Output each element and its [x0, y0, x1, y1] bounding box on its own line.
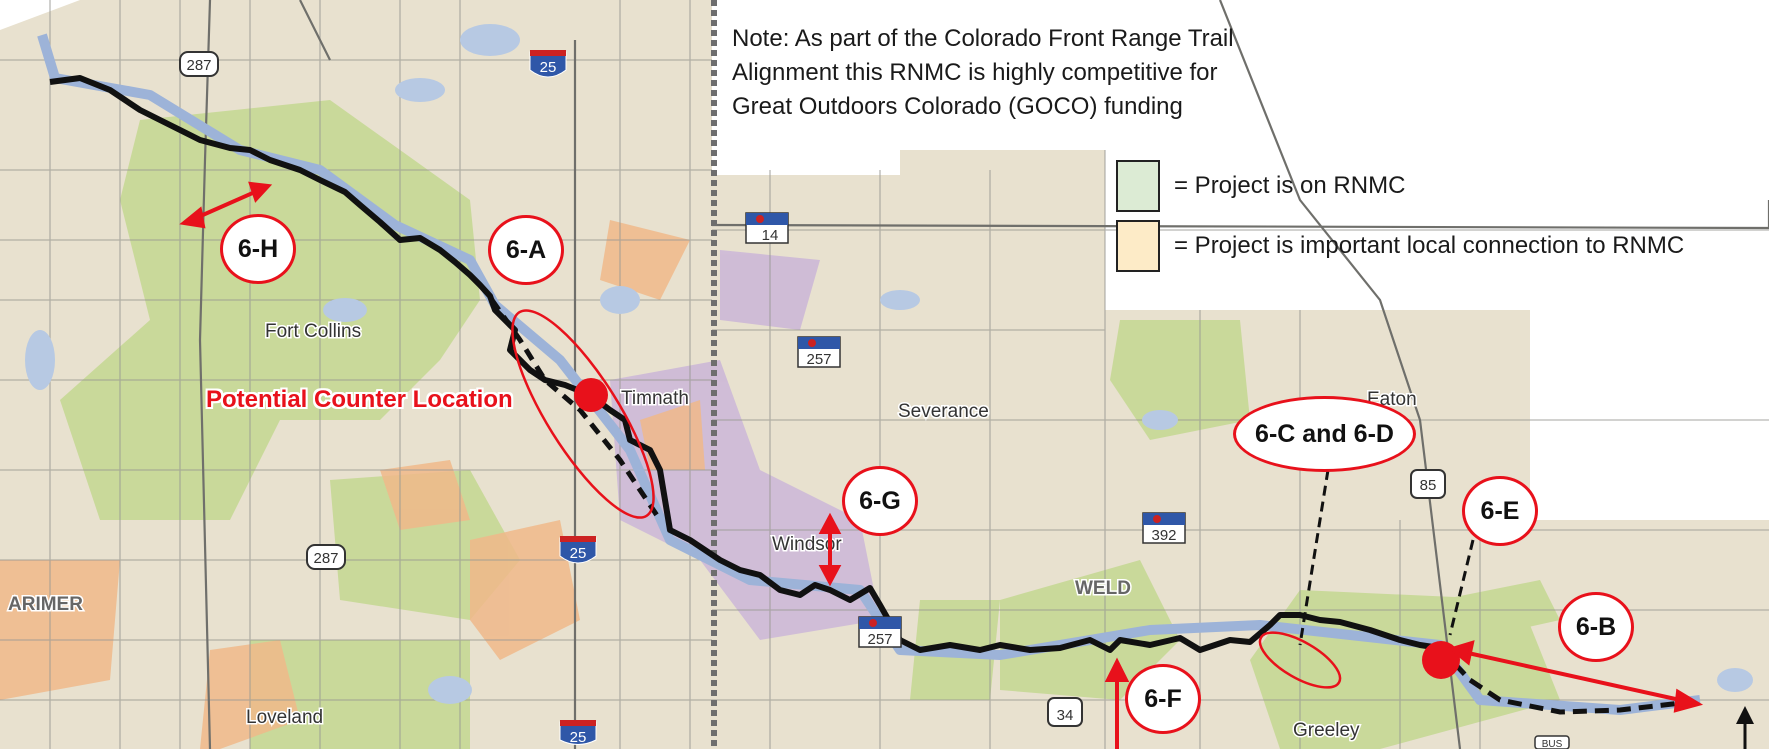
project-bubble-6f: 6-F [1125, 664, 1201, 734]
svg-text:85: 85 [1420, 477, 1437, 494]
us-34-shield: 34 [1047, 697, 1083, 727]
arrow-6g-head-a [818, 512, 842, 534]
arrow-6g-head-b [818, 565, 842, 587]
legend-swatch-green [1116, 160, 1160, 212]
leader-6e [1448, 539, 1475, 636]
svg-text:BUS: BUS [1542, 739, 1563, 749]
i-25-shield-bottom: 25 [559, 720, 597, 746]
i-25-shield-mid: 25 [559, 536, 597, 564]
place-fort-collins: Fort Collins [265, 321, 361, 342]
legend-swatch-orange [1116, 220, 1160, 272]
highways [198, 0, 1769, 749]
trail-dashed-segment [489, 298, 663, 522]
counter-dot [574, 378, 608, 412]
svg-text:14: 14 [762, 227, 779, 244]
road-shields: 287 287 25 25 25 14 257 257 392 85 34 BU… [179, 50, 1570, 749]
trail-line [49, 75, 1441, 653]
place-weld: WELD [1075, 578, 1131, 599]
leader-6c [1298, 469, 1330, 646]
svg-text:257: 257 [867, 631, 892, 648]
project-bubble-6c-6d: 6-C and 6-D [1233, 396, 1416, 472]
bus-shield: BUS [1534, 735, 1570, 749]
co-257-shield-bottom: 257 [858, 616, 902, 648]
project-bubble-6g: 6-G [842, 466, 918, 536]
co-14-shield: 14 [745, 212, 789, 244]
legend-item-local-connection: = Project is important local connection … [1116, 220, 1684, 272]
svg-text:392: 392 [1151, 527, 1176, 544]
arrow-6b-head-b [1673, 688, 1704, 713]
place-greeley: Greeley [1293, 720, 1360, 741]
blank-corner [0, 0, 80, 30]
legend-item-on-rnmc: = Project is on RNMC [1116, 160, 1405, 212]
project-bubble-6e: 6-E [1462, 476, 1538, 546]
svg-text:34: 34 [1057, 707, 1074, 724]
us-287-shield: 287 [179, 51, 219, 77]
svg-text:25: 25 [540, 59, 557, 76]
place-loveland: Loveland [246, 707, 323, 728]
project-bubble-6a: 6-A [488, 215, 564, 285]
place-severance: Severance [898, 401, 989, 422]
blank-area [712, 0, 1769, 520]
i-25-shield: 25 [529, 50, 567, 78]
arrow-6h-head-a [179, 206, 206, 229]
annotations [179, 181, 1704, 749]
svg-text:287: 287 [186, 57, 211, 74]
highlight-ellipse-6c [1258, 631, 1342, 689]
co-257-shield: 257 [797, 336, 841, 368]
legend-label-on-rnmc: = Project is on RNMC [1174, 172, 1406, 199]
trail-dashed-segment-east [1438, 646, 1691, 715]
place-timnath: Timnath [621, 388, 689, 409]
svg-text:25: 25 [570, 545, 587, 562]
lakes [25, 24, 1753, 704]
counter-dot-east [1422, 641, 1460, 679]
co-392-shield: 392 [1142, 512, 1186, 544]
us-85-shield: 85 [1410, 469, 1446, 499]
north-arrow-icon [1736, 706, 1754, 749]
counter-location-label: Potential Counter Location [206, 386, 513, 413]
arrow-6f-head [1104, 657, 1130, 682]
svg-text:25: 25 [570, 729, 587, 746]
project-bubble-6h: 6-H [220, 214, 296, 284]
legend-label-local-connection: = Project is important local connection … [1174, 232, 1685, 259]
arrow-6b [1467, 651, 1681, 702]
place-larimer: ARIMER [8, 594, 83, 615]
project-bubble-6b: 6-B [1558, 592, 1634, 662]
arrow-6b-head-a [1447, 640, 1475, 666]
arrow-6h [195, 190, 256, 220]
arrow-6h-head-b [248, 181, 273, 203]
arrows [179, 181, 1704, 749]
svg-text:257: 257 [806, 351, 831, 368]
highlight-ellipse-6a [511, 309, 655, 519]
note-text: Note: As part of the Colorado Front Rang… [732, 25, 1234, 120]
us-287-shield-mid: 287 [306, 544, 346, 570]
svg-text:287: 287 [313, 550, 338, 567]
